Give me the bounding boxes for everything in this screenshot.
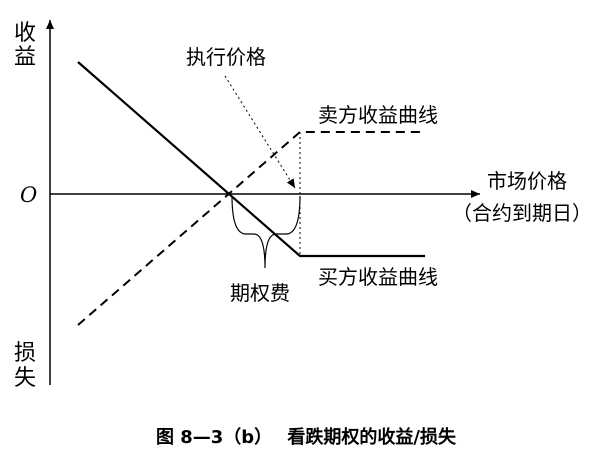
premium-label: 期权费 [230, 281, 290, 305]
origin-label: O [20, 183, 37, 207]
y-axis-label-loss-1: 损 [14, 341, 36, 366]
strike-pointer-arrow [224, 75, 296, 189]
figure-caption: 图 8—3（b） 看跌期权的收益/损失 [156, 426, 457, 448]
x-axis-label-line2: （合约到期日） [452, 201, 592, 225]
y-axis-label-gain-1: 收 [14, 21, 36, 46]
x-axis-label-line1: 市场价格 [487, 169, 567, 193]
y-axis-label-gain-2: 益 [14, 45, 36, 70]
y-axis-label-loss-2: 失 [14, 366, 36, 391]
premium-brace [231, 195, 301, 269]
seller-payoff-curve [77, 131, 425, 326]
buyer-payoff-curve [77, 61, 425, 258]
buyer-curve-label: 买方收益曲线 [318, 265, 438, 289]
seller-curve-label: 卖方收益曲线 [318, 103, 438, 127]
strike-price-label: 执行价格 [186, 45, 266, 69]
